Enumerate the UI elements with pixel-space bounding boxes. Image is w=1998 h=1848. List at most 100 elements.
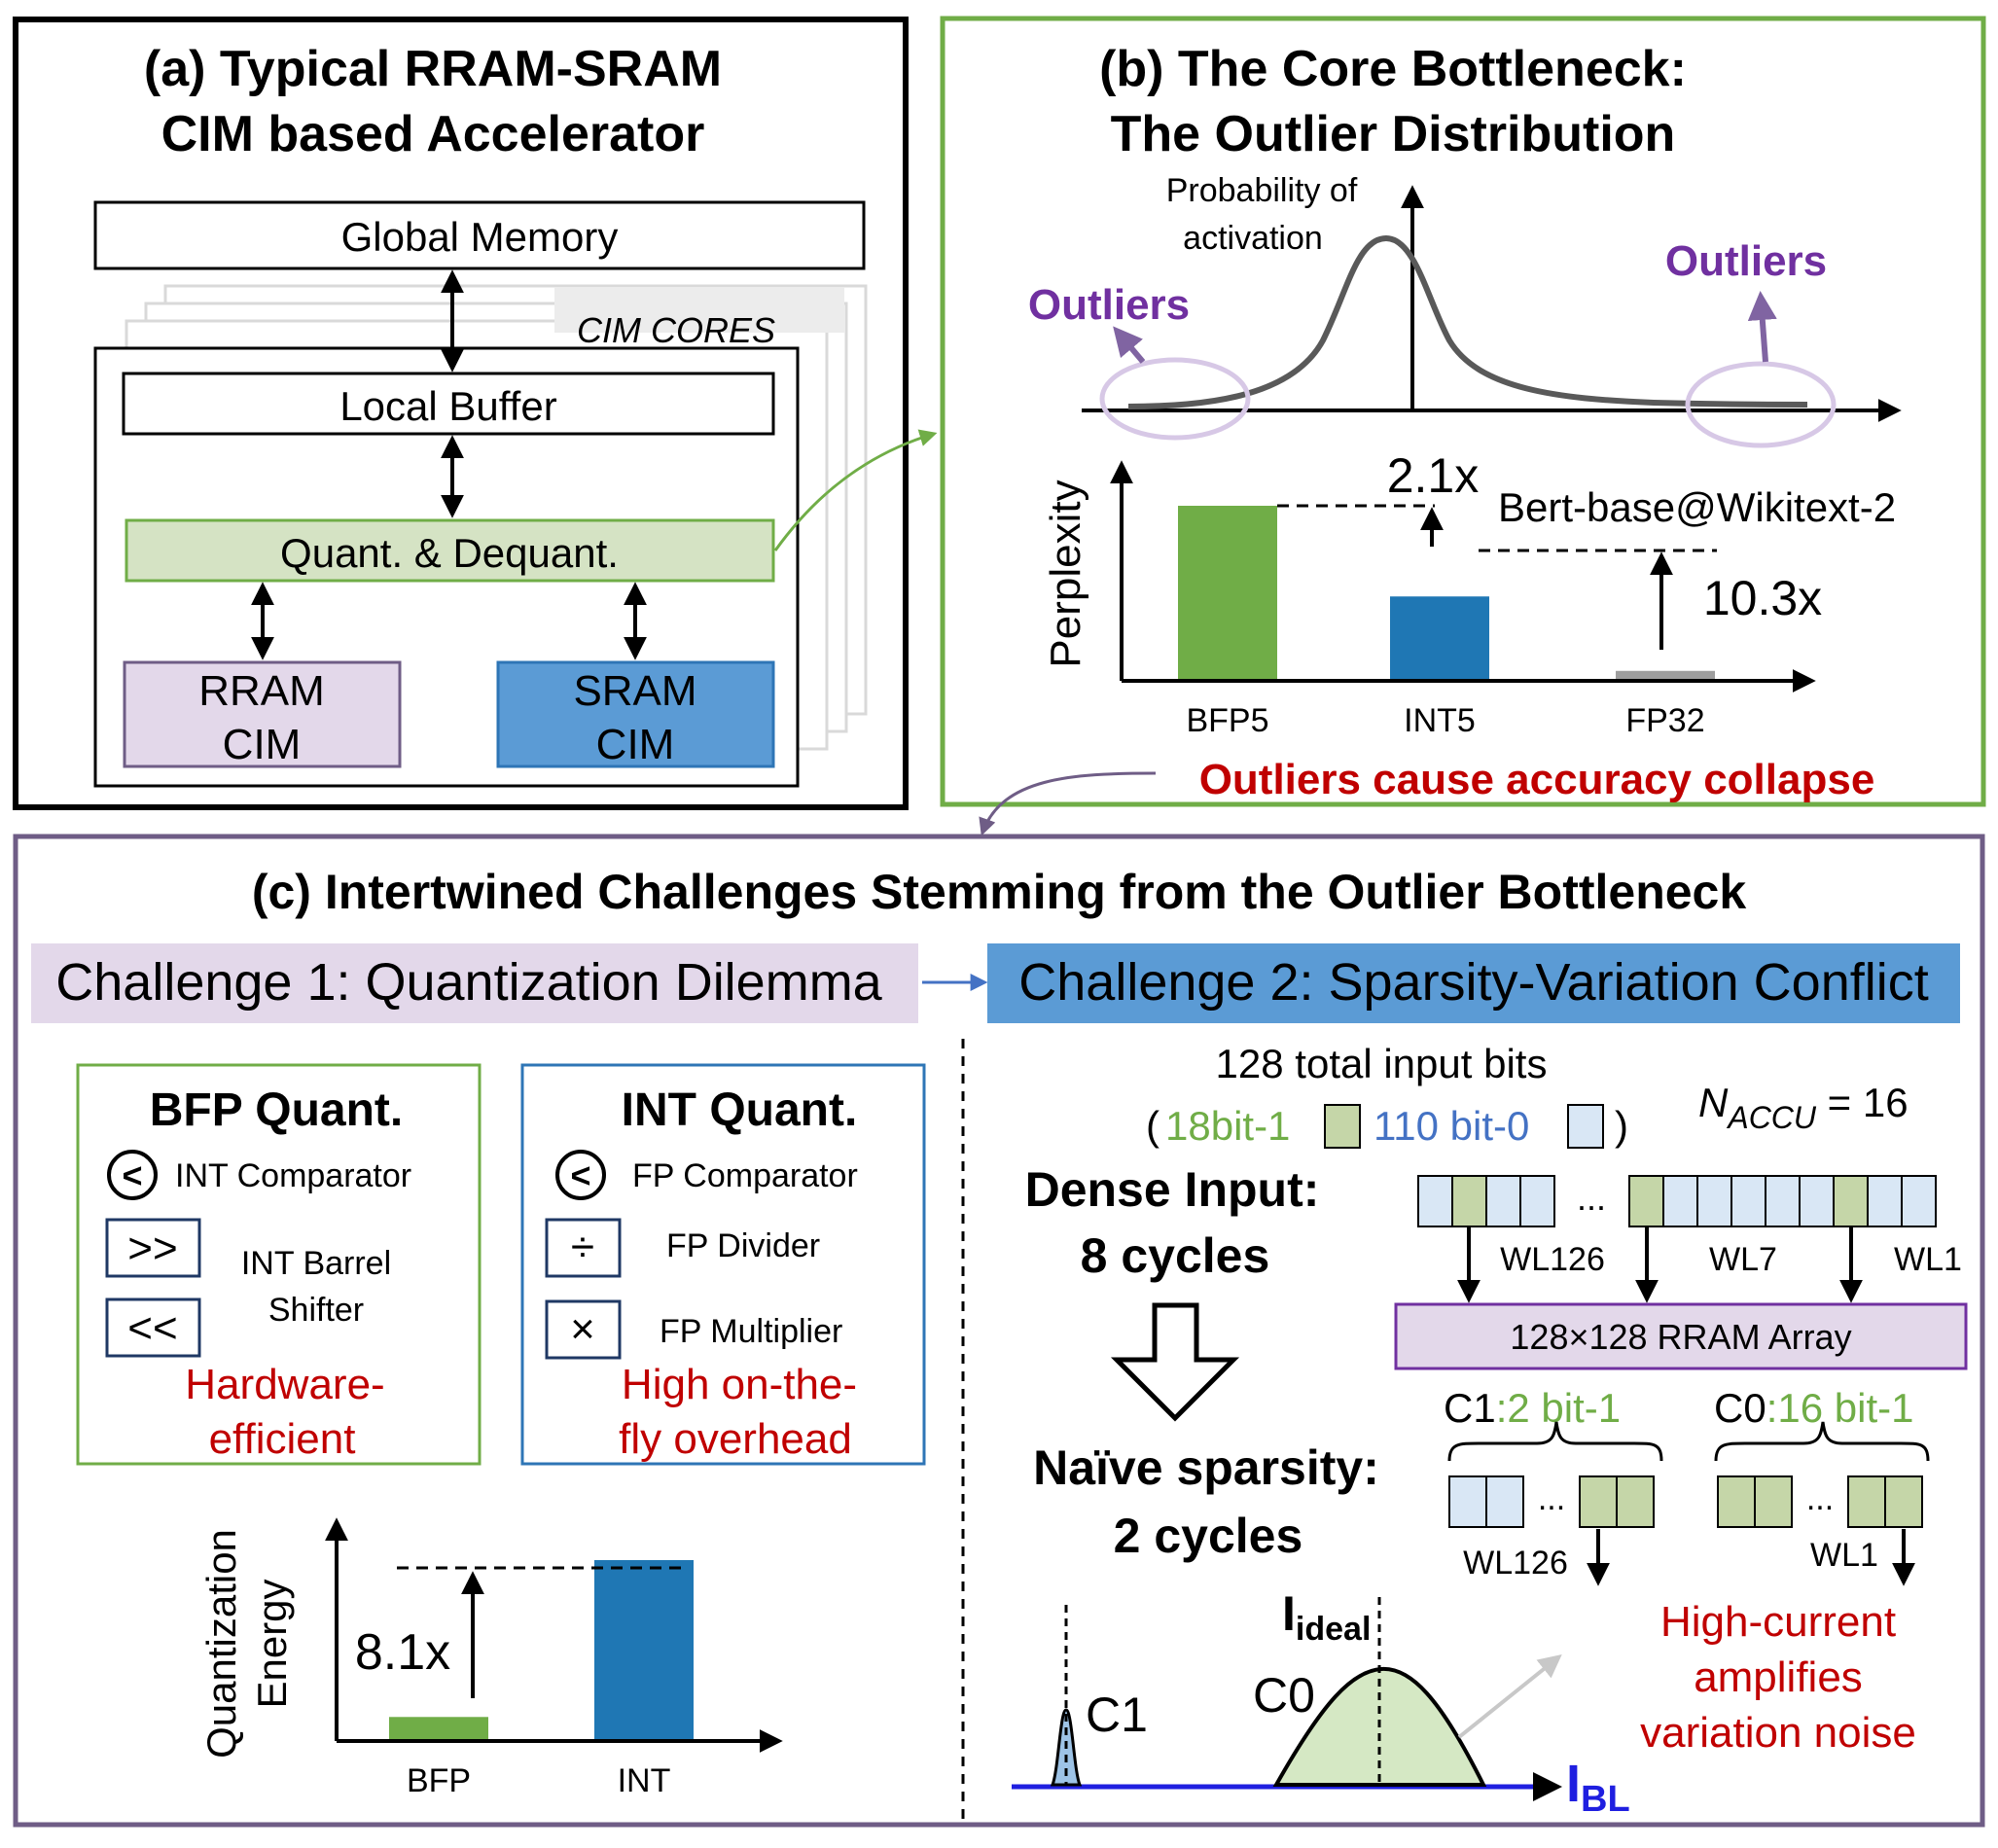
bfp-verdict-line1: Hardware-	[185, 1361, 384, 1408]
int-verdict-line1: High on-the-	[622, 1361, 857, 1408]
ppl-ylabel: Perplexity	[1042, 480, 1089, 667]
rram-cim-box	[123, 660, 402, 768]
c0-cell	[1884, 1475, 1923, 1528]
input-cell	[1867, 1175, 1903, 1227]
dist-ylabel-line2: activation	[1183, 220, 1323, 257]
c0-label: C0:16 bit-1	[1714, 1385, 1913, 1431]
panel-b: (b) The Core Bottleneck: The Outlier Dis…	[940, 16, 1986, 836]
local-buffer-label: Local Buffer	[339, 383, 556, 429]
noise-note-line2: amplifies	[1694, 1653, 1863, 1701]
panel-b-title-line1: (b) The Core Bottleneck:	[1099, 41, 1687, 97]
input-cell	[1696, 1175, 1732, 1227]
local-buffer-box	[122, 372, 775, 436]
input-bits-zeros: 110 bit-0	[1374, 1103, 1529, 1149]
naccu-value: = 16	[1816, 1080, 1909, 1125]
fp-divider-icon-glyph: ÷	[571, 1224, 594, 1271]
energy-bar-int	[594, 1560, 694, 1739]
input-cell	[1765, 1175, 1801, 1227]
sram-cim-box	[496, 660, 775, 768]
energy-ylabel-line1: Quantization	[198, 1529, 244, 1759]
ppl-bar-bfp5	[1178, 506, 1277, 679]
dense-to-sparse-arrow	[1110, 1302, 1240, 1422]
wl7-label: WL7	[1709, 1241, 1777, 1278]
shift-left-icon	[105, 1297, 201, 1358]
outlier-right-arrow	[1747, 291, 1777, 363]
fp-divider-label: FP Divider	[666, 1227, 820, 1264]
shift-right-icon	[105, 1218, 201, 1278]
wl1-label: WL1	[1894, 1241, 1962, 1278]
input-cell	[1833, 1175, 1869, 1227]
shift-right-icon-glyph: >>	[127, 1225, 177, 1272]
panel-b-title-line2: The Outlier Distribution	[1111, 106, 1676, 162]
energy-tick-labels: BFP INT	[407, 1762, 670, 1799]
energy-ratio: 8.1x	[355, 1624, 450, 1681]
global-memory-label: Global Memory	[341, 214, 619, 260]
outliers-left-label: Outliers	[1028, 281, 1190, 329]
ppl-bars	[1178, 506, 1715, 679]
dist-ylabel-line1: Probability of	[1166, 172, 1358, 209]
input-cell	[1519, 1175, 1555, 1227]
panel-a-title-line1: (a) Typical RRAM-SRAM	[144, 41, 722, 97]
input-cell	[1628, 1175, 1664, 1227]
int-barrel-shifter-line2: Shifter	[268, 1292, 364, 1329]
ppl-bar-fp32	[1616, 670, 1715, 679]
panel-a-title-line2: CIM based Accelerator	[161, 106, 705, 162]
quant-dequant-box	[125, 518, 775, 583]
panel-c-title: (c) Intertwined Challenges Stemming from…	[252, 865, 1747, 919]
panel-c-frame	[13, 834, 1985, 1828]
c1-cell	[1448, 1475, 1487, 1528]
cim-cores-label: CIM CORES	[577, 310, 775, 350]
energy-tick-int: INT	[618, 1762, 671, 1799]
input-cell	[1485, 1175, 1521, 1227]
cim-cores-label-bg	[554, 288, 844, 333]
energy-bars	[389, 1560, 694, 1739]
challenge1-label: Challenge 1: Quantization Dilemma	[55, 953, 882, 1012]
input-cells-ellipsis: ...	[1577, 1178, 1606, 1218]
sram-cim-label-line2: CIM	[596, 721, 675, 768]
input-cell	[1901, 1175, 1937, 1227]
bottom-wl1-label: WL1	[1810, 1537, 1878, 1574]
noise-pointer-arrow	[1457, 1653, 1562, 1739]
int-comparator-label: INT Comparator	[175, 1157, 411, 1194]
ppl-model-label: Bert-base@Wikitext-2	[1498, 484, 1896, 530]
naive-sparsity-line2: 2 cycles	[1114, 1509, 1303, 1563]
c0-cells-ellipsis: ...	[1806, 1480, 1834, 1517]
c1-cell	[1579, 1475, 1618, 1528]
input-bits-paren-close: )	[1615, 1103, 1628, 1149]
input-bits-ones: 18bit-1	[1165, 1103, 1290, 1149]
challenge1-banner	[31, 943, 918, 1023]
c1-suffix: :2 bit-1	[1496, 1385, 1621, 1431]
ppl-tick-int5: INT5	[1404, 702, 1476, 739]
int-comparator-icon	[107, 1150, 158, 1200]
input-cell	[1451, 1175, 1487, 1227]
c0-brace	[1714, 1421, 1930, 1462]
wl126-label: WL126	[1500, 1241, 1605, 1278]
input-cell	[1417, 1175, 1453, 1227]
c1-cell	[1616, 1475, 1655, 1528]
ppl-tick-fp32: FP32	[1625, 702, 1704, 739]
rram-cim-label-line2: CIM	[223, 721, 302, 768]
int-verdict-line2: fly overhead	[619, 1415, 852, 1463]
naive-sparsity-line1: Naïve sparsity:	[1033, 1440, 1379, 1495]
naccu-sub: ACCU	[1726, 1100, 1817, 1135]
noise-note-line3: variation noise	[1640, 1709, 1916, 1757]
c0-cell	[1717, 1475, 1756, 1528]
c0-suffix: :16 bit-1	[1766, 1385, 1914, 1431]
c0-cell	[1754, 1475, 1793, 1528]
int-quant-title: INT Quant.	[622, 1084, 858, 1136]
energy-tick-bfp: BFP	[407, 1762, 471, 1799]
panel-b-to-panel-c-arrow	[979, 771, 1157, 836]
rram-array-label: 128×128 RRAM Array	[1510, 1317, 1851, 1357]
c1-label: C1:2 bit-1	[1444, 1385, 1621, 1431]
ppl-tick-bfp5: BFP5	[1186, 702, 1268, 739]
total-input-bits: 128 total input bits	[1216, 1041, 1548, 1086]
fp-divider-icon	[545, 1218, 622, 1278]
energy-ylabel-line2: Energy	[249, 1579, 295, 1708]
outliers-right-label: Outliers	[1665, 237, 1827, 285]
challenge2-label: Challenge 2: Sparsity-Variation Conflict	[1018, 953, 1928, 1012]
quant-dequant-label: Quant. & Dequant.	[280, 530, 619, 576]
i-ideal-main: I	[1282, 1586, 1296, 1641]
naccu-symbol: NACCU = 16	[1698, 1080, 1909, 1135]
bfp-verdict-line2: efficient	[209, 1415, 356, 1463]
